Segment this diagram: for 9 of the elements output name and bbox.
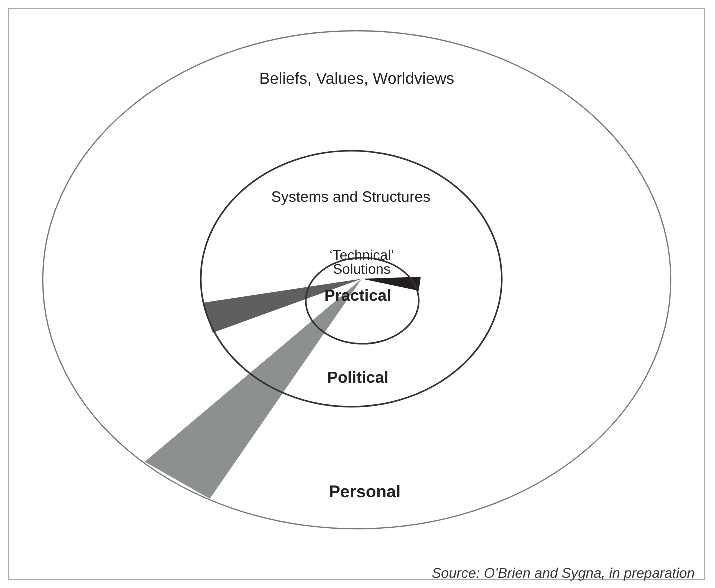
ring-ellipse [42,30,672,530]
source-caption: Source: O’Brien and Sygna, in preparation [432,565,695,581]
ring-label: Beliefs, Values, Worldviews [259,71,455,89]
level-label: Practical [324,288,392,306]
ring-label: Systems and Structures [271,190,431,206]
level-label: Personal [329,484,401,502]
ring-ellipse [200,150,503,408]
level-label: Political [327,370,389,388]
ring-label: ‘Technical’ Solutions [328,248,396,276]
